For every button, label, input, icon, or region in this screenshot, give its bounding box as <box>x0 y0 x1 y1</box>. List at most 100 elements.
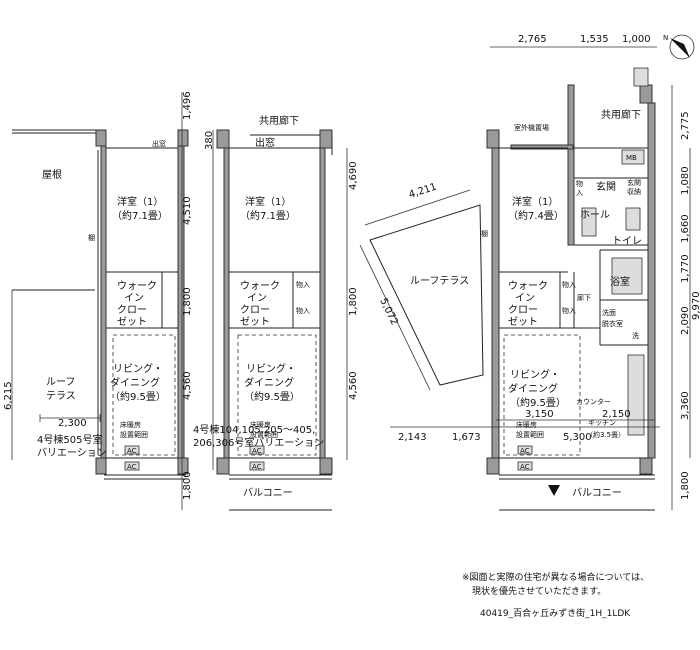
walkin-label: ゼット <box>240 316 270 328</box>
bath-label: 浴室 <box>610 275 630 288</box>
north-label: N <box>663 34 668 42</box>
wall <box>216 457 230 475</box>
wall <box>567 84 575 246</box>
dim-value: 2,300 <box>58 418 87 429</box>
dim-value: 1,000 <box>622 34 651 45</box>
wall <box>100 145 107 462</box>
living-label: リビング・ <box>510 368 560 381</box>
heating-area <box>112 334 176 456</box>
wall <box>177 129 189 147</box>
hallway-label: 廊下 <box>577 293 591 302</box>
living-size: （約9.5畳） <box>244 390 300 403</box>
heating-area <box>503 334 581 456</box>
dim-value: 4,690 <box>348 161 359 190</box>
ac-label: AC <box>252 463 262 471</box>
dim-value: 2,090 <box>680 306 691 335</box>
entrance-storage-label: 玄関 <box>627 178 641 187</box>
storage-label: 物入 <box>562 306 576 315</box>
dim-value: 2,150 <box>602 409 631 420</box>
roof-terrace-label: テラス <box>46 390 76 402</box>
walkin-label: クロー <box>240 304 270 316</box>
heating-label: 床暖房 <box>516 420 537 429</box>
dim-value: 1,800 <box>680 471 691 500</box>
outdoor-unit-label: 室外機置場 <box>514 123 549 132</box>
living-label: ダイニング <box>244 376 294 389</box>
western-room-size: （約7.1畳） <box>112 209 168 222</box>
dim-value: 5,300 <box>563 432 592 443</box>
living-label: ダイニング <box>508 382 558 395</box>
dim-value: 4,560 <box>348 371 359 400</box>
storage-label: 物入 <box>296 280 310 289</box>
toilet-label: トイレ <box>612 236 642 247</box>
dim-value: 5,072 <box>377 296 399 327</box>
dim-value: 3,150 <box>525 409 554 420</box>
dim-line <box>364 189 471 226</box>
dim-value: 1,496 <box>182 91 193 120</box>
shelf-label: 棚 <box>481 229 488 238</box>
wall <box>319 147 326 461</box>
north-arrow-icon <box>669 34 695 60</box>
dim-value: 4,510 <box>182 196 193 225</box>
wall <box>216 129 230 149</box>
walkin-label: ウォーク <box>240 280 280 292</box>
balcony-label: バルコニー <box>572 487 622 499</box>
ac-label: AC <box>252 447 262 455</box>
wall <box>486 129 500 149</box>
wall <box>95 129 107 147</box>
dim-value: 4,560 <box>182 371 193 400</box>
wall <box>491 147 500 461</box>
western-room-label: 洋室（1） <box>245 195 291 208</box>
walkin-label: ゼット <box>117 316 147 328</box>
western-room-size: （約7.4畳） <box>508 209 564 222</box>
heating-area <box>237 334 317 456</box>
shoe-storage-label: 入 <box>576 189 583 197</box>
plan-caption: 4号棟505号室 <box>37 433 102 446</box>
north-arrow-icon <box>670 38 690 58</box>
ac-box <box>124 445 140 455</box>
entrance-storage-label: 収納 <box>627 187 641 196</box>
exit-window-label: 出窓 <box>255 136 275 149</box>
ac-box <box>124 461 140 471</box>
dim-value: 1,800 <box>348 287 359 316</box>
entrance-label: 玄関 <box>596 180 616 193</box>
ac-label: AC <box>520 463 530 471</box>
corridor-label: 共用廊下 <box>259 114 299 127</box>
left-plan: 出窓 屋根 洋室（1） （約7.1畳） 棚 ウォーク イン クロー ゼット リビ… <box>3 91 193 510</box>
ac-box <box>249 461 265 471</box>
kitchen-counter <box>627 354 645 436</box>
dim-value: 1,800 <box>182 287 193 316</box>
walkin-label: クロー <box>117 304 147 316</box>
walkin-label: イン <box>124 293 144 304</box>
living-label: ダイニング <box>110 376 160 389</box>
dim-value: 2,143 <box>398 432 427 443</box>
counter-label: カウンター <box>576 397 611 406</box>
living-size: （約9.5畳） <box>510 396 566 409</box>
western-room-label: 洋室（1） <box>512 195 558 208</box>
heating-label: 床暖房 <box>250 420 271 429</box>
mb-box <box>621 149 645 165</box>
roof-terrace-outline <box>369 204 484 386</box>
storage-label: 物入 <box>562 280 576 289</box>
shelf-label: 棚 <box>88 233 95 242</box>
wall <box>223 147 230 461</box>
walkin-label: ゼット <box>508 316 538 328</box>
dim-line <box>359 244 431 391</box>
dim-value: 3,360 <box>680 391 691 420</box>
heating-label: 設置範囲 <box>250 430 278 439</box>
middle-plan: 共用廊下 出窓 洋室（1） （約7.1畳） ウォーク イン クロー ゼット 物入… <box>193 114 359 511</box>
living-label: リビング・ <box>113 362 163 375</box>
shoe-storage-label: 物 <box>576 179 583 188</box>
roof-terrace-label: ルーフテラス <box>410 275 469 287</box>
hall-label: ホール <box>580 209 610 221</box>
disclaimer-note: 現状を優先させていただきます。 <box>472 585 606 597</box>
dim-value: 6,215 <box>3 381 14 410</box>
plan-code: 40419_百合ヶ丘みずき街_1H_1LDK <box>480 607 631 619</box>
dim-value: 1,673 <box>452 432 481 443</box>
roof-label: 屋根 <box>42 168 62 181</box>
dim-value: 380 <box>204 131 215 150</box>
dim-value: 4,211 <box>408 182 439 201</box>
balcony-label: バルコニー <box>243 487 293 499</box>
right-plan: 4,211 5,072 2,765 1,535 1,000 N <box>359 34 700 511</box>
plan-caption: 206,306号室バリエーション <box>193 436 324 449</box>
wall <box>639 84 653 104</box>
